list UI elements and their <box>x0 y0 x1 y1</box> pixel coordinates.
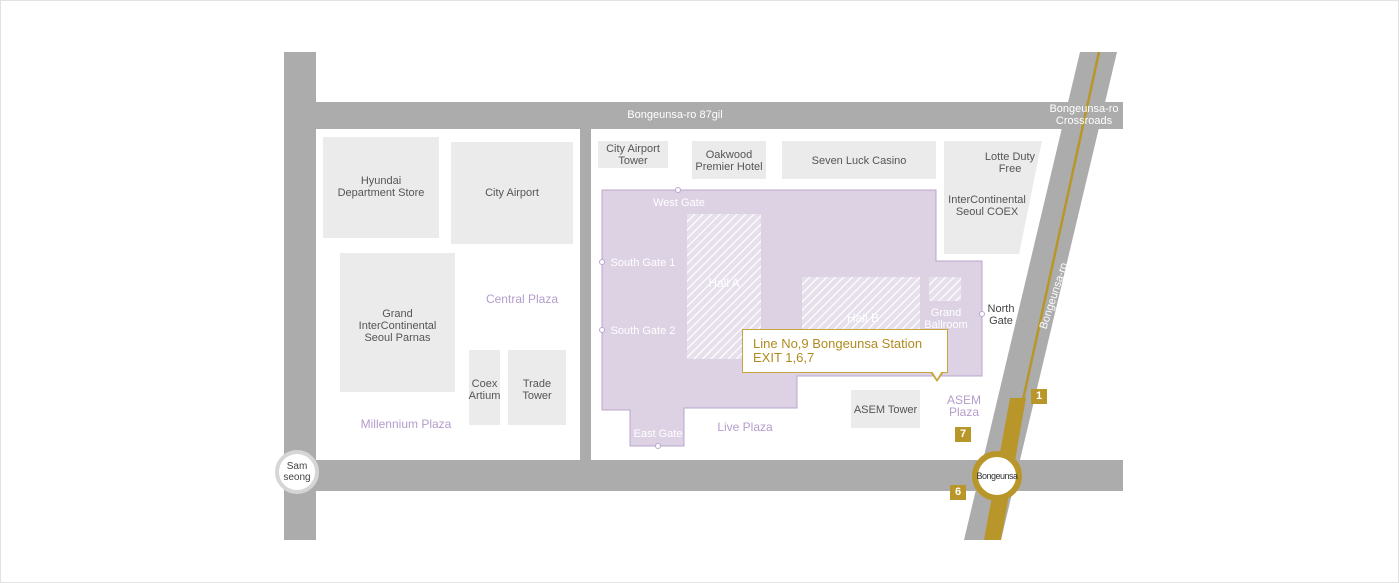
south-gate-1-dot <box>599 259 605 265</box>
crossroads-label: Bongeunsa-ro Crossroads <box>1049 103 1119 127</box>
right-road <box>964 52 1117 540</box>
city-airport-tower-label: City Airport Tower <box>606 143 660 167</box>
grand-ballroom-label: Grand Ballroom <box>924 307 968 331</box>
north-gate-label: North Gate <box>987 303 1015 327</box>
samseong-station[interactable]: Sam seong <box>275 450 319 494</box>
seven-luck-label: Seven Luck Casino <box>811 155 907 167</box>
millennium-plaza-label: Millennium Plaza <box>360 417 452 431</box>
top-road-label: Bongeunsa-ro 87gil <box>627 109 723 121</box>
hyundai-block <box>323 137 439 238</box>
south-gate-1-label: South Gate 1 <box>610 257 676 269</box>
coex-artium-label: Coex Artium <box>468 378 501 402</box>
live-plaza-label: Live Plaza <box>717 420 773 434</box>
asem-tower-label: ASEM Tower <box>853 404 918 416</box>
grand-intercontinental-label: Grand InterContinental Seoul Parnas <box>358 308 437 344</box>
hall-b-label: Hall B <box>846 311 879 325</box>
bongeunsa-station[interactable]: Bongeunsa <box>972 451 1022 501</box>
hyundai-label: Hyundai Department Store <box>337 175 425 199</box>
trade-tower-block <box>508 350 566 425</box>
top-road <box>316 102 1123 129</box>
station-callout: Line No,9 Bongeunsa Station EXIT 1,6,7 <box>742 329 948 373</box>
city-airport-tower-block <box>598 141 668 168</box>
coex-artium-block <box>469 350 500 425</box>
subway-line-9 <box>1021 51 1101 401</box>
city-airport-label: City Airport <box>485 187 539 199</box>
callout-tail-inner <box>932 371 942 379</box>
grand-intercontinental-block <box>340 253 455 392</box>
exit-7-badge[interactable]: 7 <box>955 427 971 442</box>
west-gate-dot <box>675 187 681 193</box>
asem-plaza-label: ASEM Plaza <box>946 393 981 419</box>
south-gate-2-dot <box>599 327 605 333</box>
oakwood-block <box>692 141 766 179</box>
grand-ballroom-area <box>929 277 961 301</box>
exit-6-badge[interactable]: 6 <box>950 485 966 500</box>
north-gate-dot <box>979 311 985 317</box>
city-airport-block <box>451 142 573 244</box>
intercontinental-coex-block <box>944 141 1042 254</box>
east-gate-dot <box>655 443 661 449</box>
oakwood-label: Oakwood Premier Hotel <box>695 149 763 173</box>
lotte-label: Lotte Duty Free <box>984 151 1036 175</box>
south-gate-2-label: South Gate 2 <box>610 325 676 337</box>
east-gate-label: East Gate <box>633 428 683 440</box>
intercontinental-coex-label: InterContinental Seoul COEX <box>948 194 1026 218</box>
exit-1-badge[interactable]: 1 <box>1031 389 1047 404</box>
central-plaza-label: Central Plaza <box>485 292 559 306</box>
bongeunsa-station-label: Bongeunsa <box>976 471 1018 481</box>
hall-a-label: Hall A <box>708 276 740 290</box>
asem-tower-block <box>851 390 920 428</box>
callout-line-1: Line No,9 Bongeunsa Station <box>753 336 923 351</box>
seven-luck-block <box>782 141 936 179</box>
trade-tower-label: Trade Tower <box>522 378 552 402</box>
west-gate-label: West Gate <box>653 197 705 209</box>
callout-line-2: EXIT 1,6,7 <box>753 350 815 365</box>
middle-road <box>580 129 591 460</box>
samseong-station-label: Sam seong <box>283 461 311 483</box>
